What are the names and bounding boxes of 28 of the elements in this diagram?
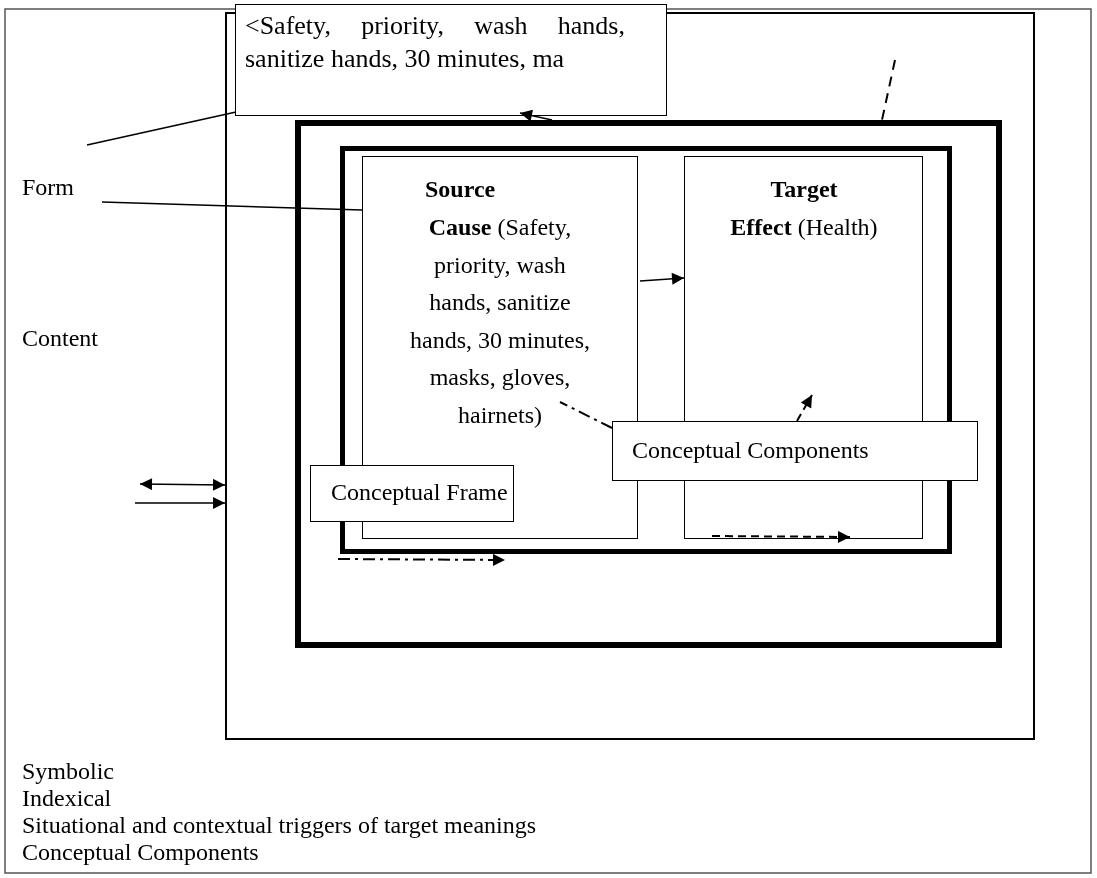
connector-line — [559, 401, 613, 429]
arrow — [796, 394, 813, 422]
arrow — [519, 109, 553, 122]
label-text: Symbolic — [22, 758, 114, 785]
thick-frame — [295, 120, 1002, 648]
body-text: <Safety, priority, wash hands, sanitize hands, 30 minutes, ma — [245, 10, 625, 75]
body-text: Cause (Safety, priority, wash hands, sanitize hands, 30 minutes, masks, gloves, hairnets) — [410, 213, 590, 430]
connector-line — [881, 59, 896, 121]
label-text: Conceptual Components — [632, 437, 869, 464]
leader-line — [101, 201, 363, 211]
arrow — [134, 497, 226, 509]
text-box — [235, 4, 667, 116]
components-label-box — [612, 421, 978, 481]
arrow — [337, 553, 506, 566]
label-text: Indexical — [22, 785, 112, 812]
arrow — [139, 478, 226, 491]
connector-line — [86, 111, 237, 146]
label-text: Form — [22, 174, 74, 201]
label-text: Conceptual Components — [22, 839, 259, 866]
arrow — [711, 530, 851, 543]
body-text: Effect (Health) — [729, 213, 879, 242]
frame-label-box — [310, 465, 514, 522]
arrow — [639, 272, 685, 285]
heading: Target — [769, 175, 839, 204]
label-text: Conceptual Frame — [331, 479, 508, 506]
label-text: Content — [22, 325, 98, 352]
label-text: Situational and contextual triggers of target meanings — [22, 812, 537, 839]
heading: Source — [425, 175, 496, 204]
